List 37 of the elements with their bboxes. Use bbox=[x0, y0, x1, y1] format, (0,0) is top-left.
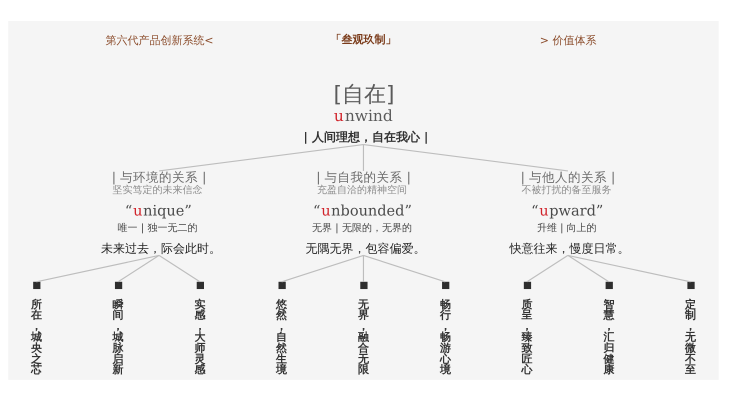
node-label: 定制，无微不至 bbox=[685, 298, 696, 376]
node-box bbox=[196, 282, 204, 290]
node-label: 悠然，自然生境 bbox=[276, 298, 288, 376]
node-label: 瞬间，城脉启新 bbox=[112, 298, 124, 376]
label: 「叁观玖制」 bbox=[330, 32, 396, 46]
connector bbox=[526, 254, 568, 282]
node-box bbox=[606, 282, 613, 290]
node-text: | 与环境的关系 | 坚实笃定的未来信念 “unique” 唯一 | 独一无二的 未来过去，际会此时。 bbox=[100, 170, 221, 256]
node-text: | 与自我的关系 | 充盈自洽的精神空间 “unbounded” 无界 | 无限的，无界的 无隅无界，包容偏爱。 bbox=[305, 170, 426, 256]
node-text: | 与他人的关系 | 不被打扰的备至服务 “upward” 升维 | 向上的 快意往来，慢度日常。 bbox=[510, 170, 630, 256]
node-box bbox=[278, 282, 286, 290]
connector bbox=[568, 254, 691, 282]
connector bbox=[158, 254, 200, 282]
node-box bbox=[524, 282, 532, 290]
node-label: 所在，城央之芯 bbox=[30, 298, 42, 376]
connector bbox=[118, 254, 160, 282]
connector bbox=[362, 144, 364, 171]
connector bbox=[282, 254, 364, 282]
connector bbox=[568, 254, 610, 282]
node-box bbox=[114, 282, 122, 290]
connector bbox=[36, 254, 160, 282]
node-box bbox=[442, 282, 450, 290]
connector bbox=[158, 144, 364, 172]
node-box bbox=[360, 282, 368, 290]
connector bbox=[362, 255, 364, 282]
node-label: 质呈，臻致匠心 bbox=[522, 298, 533, 376]
node-box bbox=[687, 282, 695, 290]
node-label: 畅行，畅游心境 bbox=[440, 298, 451, 376]
connector bbox=[363, 254, 446, 282]
node-label: 无界，融合无限 bbox=[358, 298, 370, 376]
node-box bbox=[33, 282, 40, 290]
label: 第六代产品创新系统< bbox=[105, 34, 214, 47]
label: > 价值体系 bbox=[540, 34, 596, 47]
connector bbox=[363, 144, 568, 172]
node-text: [自在] unwind | 人间理想，自在我心 | bbox=[303, 82, 428, 144]
node-label: 智慧，汇归健康 bbox=[603, 298, 614, 376]
node-label: 实感，大师灵感 bbox=[194, 298, 206, 376]
